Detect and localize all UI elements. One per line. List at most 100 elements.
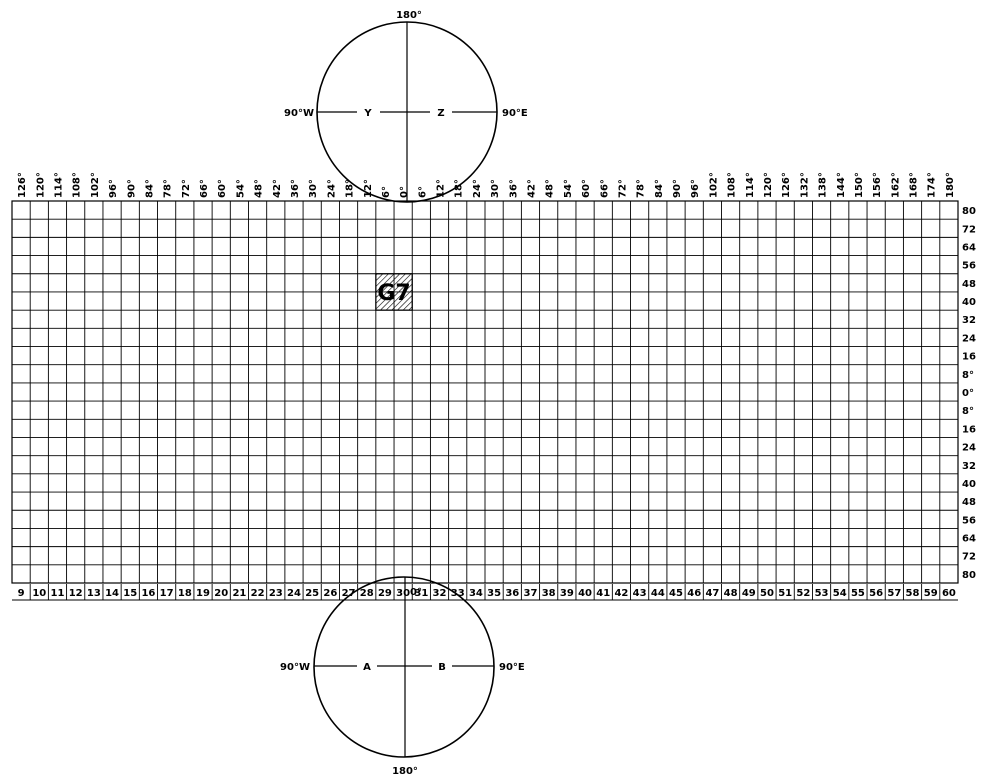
zone-label: 46 <box>687 588 701 599</box>
longitude-label: 132° <box>799 172 810 198</box>
north-polar-top-label: 180° <box>396 10 422 21</box>
zone-label: 57 <box>887 588 901 599</box>
zone-label: 27 <box>342 588 356 599</box>
zone-label: 38 <box>542 588 556 599</box>
zone-label: 47 <box>705 588 719 599</box>
zone-label: 12 <box>69 588 83 599</box>
latitude-label: 56 <box>962 261 976 272</box>
south-polar-letter-b: B <box>438 662 446 673</box>
longitude-label: 102° <box>90 172 101 198</box>
longitude-label: 12° <box>436 179 447 198</box>
zone-label: 37 <box>524 588 538 599</box>
longitude-label: 180° <box>945 172 956 198</box>
north-polar-left-label: 90°W <box>284 108 314 119</box>
latitude-label: 48 <box>962 497 976 508</box>
zone-label: 13 <box>87 588 101 599</box>
latitude-label: 40 <box>962 479 976 490</box>
longitude-label: 54° <box>563 179 574 198</box>
zone-label: 29 <box>378 588 392 599</box>
longitude-label: 168° <box>909 172 920 198</box>
longitude-label: 90° <box>126 179 137 198</box>
south-polar-left-label: 90°W <box>280 662 310 673</box>
latitude-label: 40 <box>962 297 976 308</box>
latitude-label: 48 <box>962 279 976 290</box>
longitude-label: 18° <box>345 179 356 198</box>
longitude-label: 162° <box>890 172 901 198</box>
zone-label: 40 <box>578 588 592 599</box>
latitude-label: 64 <box>962 242 976 253</box>
longitude-label: 96° <box>108 179 119 198</box>
zone-label: 16 <box>141 588 155 599</box>
longitude-label: 108° <box>727 172 738 198</box>
highlight-zone[interactable]: G7 <box>375 273 413 311</box>
longitude-label: 6° <box>381 186 392 198</box>
longitude-label: 90° <box>672 179 683 198</box>
zone-label: 26 <box>323 588 337 599</box>
zone-label: 30 <box>396 588 410 599</box>
longitude-labels: 126°120°114°108°102°96°90°84°78°72°66°60… <box>17 172 956 198</box>
longitude-label: 66° <box>199 179 210 198</box>
longitude-label: 24° <box>326 179 337 198</box>
longitude-label: 60° <box>217 179 228 198</box>
latitude-label: 24 <box>962 333 976 344</box>
zone-label: 11 <box>51 588 65 599</box>
longitude-label: 48° <box>254 179 265 198</box>
latitude-label: 56 <box>962 515 976 526</box>
longitude-label: 102° <box>708 172 719 198</box>
zone-label: 59 <box>924 588 938 599</box>
latitude-label: 0° <box>962 388 974 399</box>
north-polar-letter-y: Y <box>363 108 372 119</box>
zone-label: 60 <box>942 588 956 599</box>
latitude-labels: 8072645648403224168°0°8°1624324048566472… <box>962 206 976 581</box>
zone-label: 54 <box>833 588 847 599</box>
longitude-label: 36° <box>290 179 301 198</box>
longitude-label: 18° <box>454 179 465 198</box>
longitude-label: 36° <box>508 179 519 198</box>
latitude-label: 8° <box>962 370 974 381</box>
zone-label: 17 <box>160 588 174 599</box>
zone-label: 56 <box>869 588 883 599</box>
latitude-label: 32 <box>962 461 976 472</box>
longitude-label: 114° <box>745 172 756 198</box>
longitude-label: 54° <box>235 179 246 198</box>
latitude-label: 16 <box>962 424 976 435</box>
latitude-label: 16 <box>962 352 976 363</box>
south-polar-right-label: 90°E <box>499 662 525 673</box>
longitude-label: 126° <box>17 172 28 198</box>
zone-label: 36 <box>505 588 519 599</box>
longitude-label: 120° <box>763 172 774 198</box>
zone-label: 9 <box>18 588 25 599</box>
zone-label: 39 <box>560 588 574 599</box>
longitude-label: 156° <box>872 172 883 198</box>
longitude-label: 78° <box>163 179 174 198</box>
longitude-label: 0° <box>399 186 410 198</box>
north-polar-right-label: 90°E <box>502 108 528 119</box>
zone-label: 21 <box>232 588 246 599</box>
longitude-label: 96° <box>690 179 701 198</box>
longitude-label: 30° <box>490 179 501 198</box>
zone-label: 19 <box>196 588 210 599</box>
zone-label: 45 <box>669 588 683 599</box>
longitude-label: 150° <box>854 172 865 198</box>
zone-label: 28 <box>360 588 374 599</box>
zone-label: 50 <box>760 588 774 599</box>
latitude-label: 72 <box>962 552 976 563</box>
south-polar-cap: 0° 180° 90°W 90°E A B <box>280 576 525 777</box>
latitude-label: 24 <box>962 443 976 454</box>
zone-label: 20 <box>214 588 228 599</box>
longitude-label: 30° <box>308 179 319 198</box>
zone-label: 42 <box>614 588 628 599</box>
zone-label: 15 <box>123 588 137 599</box>
north-polar-cap: 180° 90°W 90°E Y Z <box>284 10 528 203</box>
longitude-label: 24° <box>472 179 483 198</box>
zone-label: 22 <box>251 588 265 599</box>
longitude-label: 138° <box>818 172 829 198</box>
zone-label: 44 <box>651 588 665 599</box>
zone-label: 51 <box>778 588 792 599</box>
zone-label: 35 <box>487 588 501 599</box>
longitude-label: 6° <box>417 186 428 198</box>
zone-label: 24 <box>287 588 301 599</box>
zone-label: 55 <box>851 588 865 599</box>
